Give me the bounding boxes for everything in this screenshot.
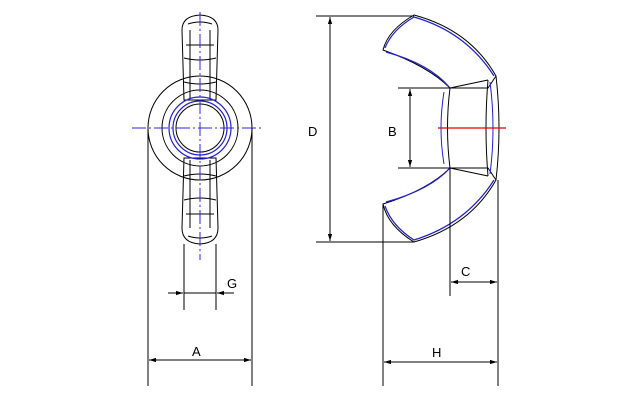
front-view-center-lines bbox=[132, 12, 262, 260]
side-view-upper-wing bbox=[382, 14, 497, 89]
side-view-lower-wing-edge bbox=[384, 179, 495, 241]
side-view-lower-wing bbox=[382, 167, 497, 243]
side-view bbox=[316, 14, 506, 386]
dimension-label-a: A bbox=[192, 344, 201, 359]
dimension-label-g: G bbox=[227, 276, 237, 291]
front-view bbox=[132, 12, 262, 386]
dimension-label-c: C bbox=[461, 264, 470, 279]
dimension-label-b: B bbox=[388, 124, 397, 139]
dimension-label-d: D bbox=[308, 124, 317, 139]
front-view-shank bbox=[183, 244, 217, 310]
side-view-upper-wing-edge bbox=[384, 16, 495, 77]
dimension-label-h: H bbox=[432, 345, 441, 360]
